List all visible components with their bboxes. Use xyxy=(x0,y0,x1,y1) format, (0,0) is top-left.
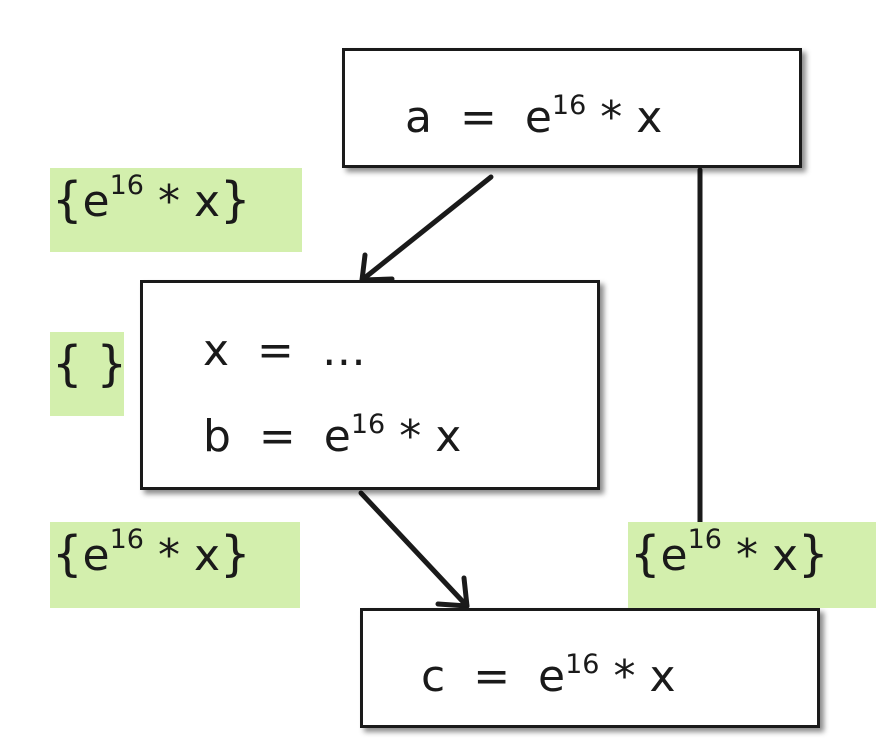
assign-op: = xyxy=(258,411,296,462)
edge-middle-to-bottom xyxy=(358,490,470,609)
block-a: a = e16 * x xyxy=(342,48,802,168)
exponent: 16 xyxy=(109,524,144,555)
open-brace: { xyxy=(630,526,661,582)
lhs: x xyxy=(203,325,230,376)
statement-a: a = e16 * x xyxy=(405,92,662,140)
open-brace: { xyxy=(52,526,83,582)
base: e xyxy=(538,651,566,702)
lhs: b xyxy=(203,411,231,462)
rest: * x xyxy=(399,411,462,462)
rest: * x xyxy=(613,651,676,702)
close-brace: } xyxy=(220,172,251,228)
exponent: 16 xyxy=(350,409,386,440)
exponent: 16 xyxy=(687,524,722,555)
edge-top-to-middle xyxy=(359,174,494,283)
statement-x: x = … xyxy=(203,329,366,373)
rest: * x xyxy=(600,92,663,143)
statement-b: b = e16 * x xyxy=(203,411,461,459)
exponent: 16 xyxy=(565,649,600,680)
statement-c: c = e16 * x xyxy=(421,651,676,699)
assign-op: = xyxy=(257,325,294,376)
set-top-left: {e16 * x} xyxy=(50,168,302,252)
exponent: 16 xyxy=(551,90,587,121)
assign-op: = xyxy=(473,651,511,702)
rest: * x xyxy=(721,530,798,581)
base: e xyxy=(660,530,688,581)
arrowhead-middle-to-bottom xyxy=(435,575,470,609)
set-middle-left: { } xyxy=(50,332,127,416)
inner xyxy=(83,340,97,391)
set-bottom-left: {e16 * x} xyxy=(50,522,300,608)
exponent: 16 xyxy=(109,170,144,201)
rhs: … xyxy=(321,325,366,376)
block-x-b: x = … b = e16 * x xyxy=(140,280,600,490)
lhs: c xyxy=(421,651,446,702)
open-brace: { xyxy=(52,172,83,228)
close-brace: } xyxy=(798,526,829,582)
base: e xyxy=(82,176,110,227)
lhs: a xyxy=(405,92,432,143)
rest: * x xyxy=(143,176,220,227)
rest: * x xyxy=(143,530,220,581)
close-brace: } xyxy=(220,526,251,582)
open-brace: { xyxy=(52,336,83,392)
close-brace: } xyxy=(96,336,128,392)
base: e xyxy=(323,411,351,462)
set-right: {e16 * x} xyxy=(628,522,876,608)
base: e xyxy=(524,92,552,143)
assign-op: = xyxy=(459,92,497,143)
block-c: c = e16 * x xyxy=(360,608,820,728)
base: e xyxy=(82,530,110,581)
